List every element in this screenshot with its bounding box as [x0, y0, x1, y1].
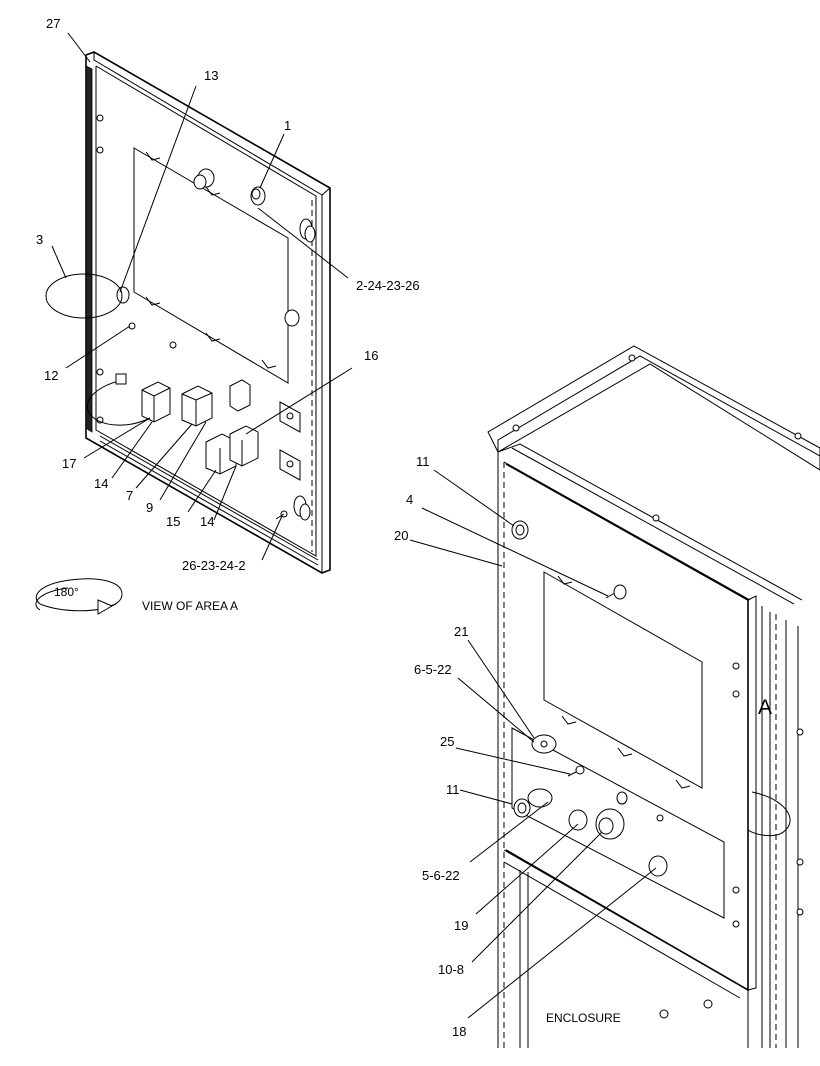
callout-1: 1: [284, 118, 291, 133]
callout-18: 18: [452, 1024, 466, 1039]
callout-6-5-22: 6-5-22: [414, 662, 452, 677]
callout-14-upper: 14: [94, 476, 108, 491]
callout-12: 12: [44, 368, 58, 383]
callout-2-24-23-26: 2-24-23-26: [356, 278, 420, 293]
callout-10-8: 10-8: [438, 962, 464, 977]
enclosure-view: [487, 345, 820, 1048]
view-caption: VIEW OF AREA A: [142, 599, 238, 613]
left-leaders: [51, 32, 353, 561]
callout-labels: 27 13 1 3 2-24-23-26 12 16 17 14 7 9 15 …: [36, 16, 772, 1039]
rotation-label: 180°: [54, 585, 79, 599]
callout-7: 7: [126, 488, 133, 503]
callout-19: 19: [454, 918, 468, 933]
callout-14-lower: 14: [200, 514, 214, 529]
callout-26-23-24-2: 26-23-24-2: [182, 558, 246, 573]
callout-5-6-22: 5-6-22: [422, 868, 460, 883]
rotation-arrow-icon: [35, 578, 123, 615]
callout-3: 3: [36, 232, 43, 247]
area-marker: A: [758, 696, 772, 719]
callout-20: 20: [394, 528, 408, 543]
callout-13: 13: [204, 68, 218, 83]
callout-25: 25: [440, 734, 454, 749]
callout-15: 15: [166, 514, 180, 529]
callout-4: 4: [406, 492, 413, 507]
callout-27: 27: [46, 16, 60, 31]
callout-17: 17: [62, 456, 76, 471]
callout-21: 21: [454, 624, 468, 639]
callout-11-lower: 11: [446, 782, 460, 797]
callout-9: 9: [146, 500, 153, 515]
callout-16: 16: [364, 348, 378, 363]
callout-11-upper: 11: [416, 454, 430, 469]
door-panel-view: [45, 51, 331, 574]
enclosure-caption: ENCLOSURE: [546, 1011, 621, 1025]
right-leaders: [409, 469, 657, 1019]
